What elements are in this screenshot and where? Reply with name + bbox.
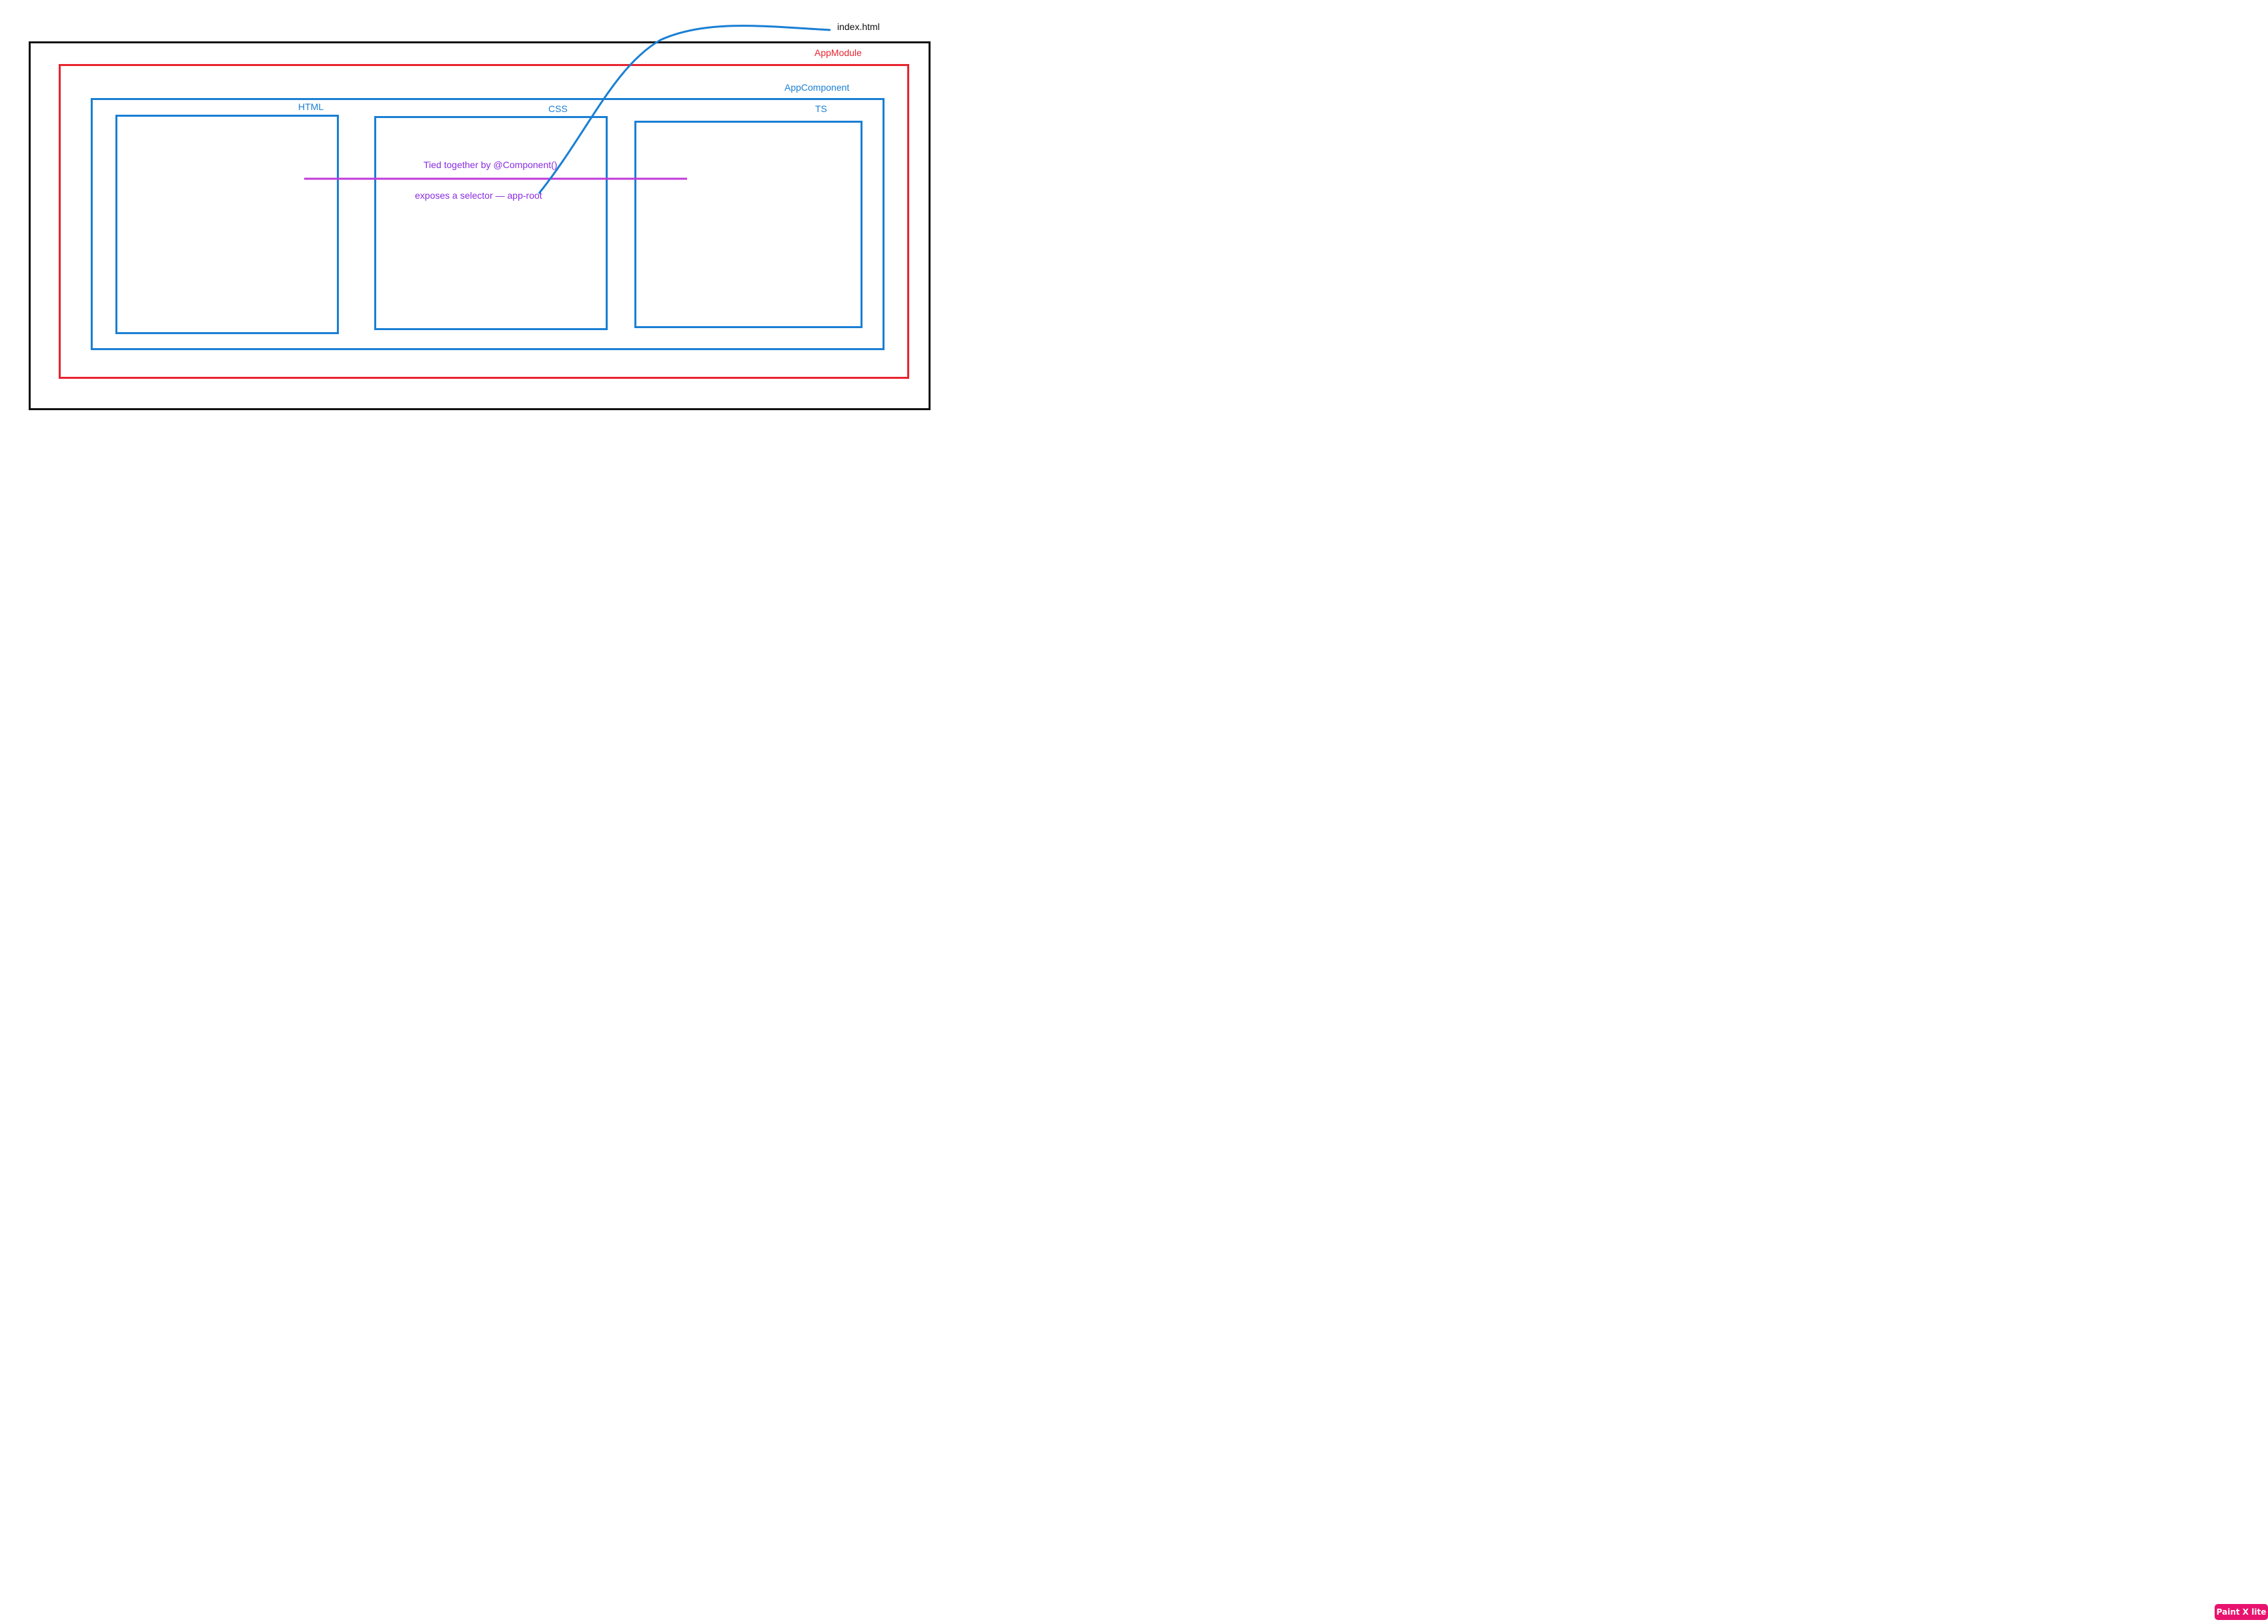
app-module-frame <box>59 64 909 379</box>
css-label: CSS <box>548 103 568 114</box>
app-component-label: AppComponent <box>784 82 850 93</box>
ts-label: TS <box>815 103 827 114</box>
index-html-label: index.html <box>837 21 880 32</box>
selector-label: exposes a selector — app-root <box>415 190 542 201</box>
app-component-frame <box>91 98 885 350</box>
ts-file-box <box>634 121 863 328</box>
app-badge[interactable]: Paint X lite <box>2215 1604 2268 1620</box>
html-file-box <box>115 115 339 334</box>
index-html-frame <box>29 41 931 410</box>
tied-together-label: Tied together by @Component() <box>424 159 558 170</box>
css-file-box <box>374 116 608 330</box>
html-label: HTML <box>298 101 324 112</box>
app-module-label: AppModule <box>814 47 862 58</box>
